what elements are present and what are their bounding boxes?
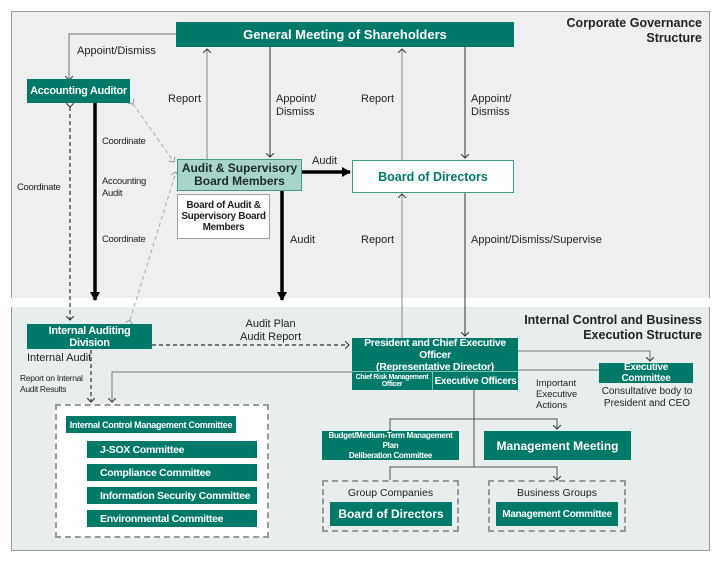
label-internal-audit: Internal Audit [27,352,92,364]
label-appoint-dismiss-bod: Appoint/ Dismiss [471,93,512,118]
label-audit-plan-report: Audit Plan Audit Report [240,318,302,343]
label-appoint-dismiss-asbm: Appoint/ Dismiss [276,93,317,118]
node-accounting-auditor[interactable]: Accounting Auditor [27,79,130,103]
node-internal-auditing-division[interactable]: Internal Auditing Division [27,324,152,349]
node-environmental-committee[interactable]: Environmental Committee [87,510,257,527]
group-companies-group [322,480,459,532]
line-ceo-execcomm [518,350,650,361]
line-coordinate-auditor-asbm [133,104,174,162]
line-gm-to-auditor [69,33,176,80]
line-coordinate-iad-asbm [130,172,176,320]
label-business-groups: Business Groups [517,487,597,499]
label-audit-bod: Audit [312,155,338,167]
node-info-security-committee[interactable]: Information Security Committee [87,487,257,504]
node-executive-officers[interactable]: Executive Officers [433,371,518,390]
line-to-groups [389,466,557,480]
node-executive-committee[interactable]: Executive Committee [599,362,693,384]
node-compliance-committee[interactable]: Compliance Committee [87,464,257,481]
node-board-of-audit[interactable]: Board of Audit & Supervisory Board Membe… [177,194,270,239]
label-coordinate-1: Coordinate [102,136,146,147]
business-groups-group [488,480,626,532]
label-important-actions: Important Executive Actions [536,378,578,411]
node-president-ceo[interactable]: President and Chief Executive Officer (R… [352,337,518,373]
label-report-asbm: Report [168,93,202,105]
label-appoint-dismiss-supervise: Appoint/Dismiss/Supervise [471,234,602,246]
label-executive-committee-note: Consultative body to President and CEO [601,386,693,409]
label-coordinate-2: Coordinate [102,234,146,245]
section-title-internal-control: Internal Control and Business Execution … [524,313,702,342]
node-management-committee[interactable]: Management Committee [496,502,618,526]
label-report-internal-audit: Report on Internal Audit Results [20,373,83,394]
label-accounting-audit: Accounting Audit [102,176,147,199]
section-title-corporate-governance: Corporate Governance Structure [566,16,702,45]
label-appoint-dismiss-auditor: Appoint/Dismiss [77,45,156,57]
node-budget-committee[interactable]: Budget/Medium-Term Management Plan Delib… [322,431,459,460]
node-internal-control-committee[interactable]: Internal Control Management Committee [66,416,236,433]
node-group-board-of-directors[interactable]: Board of Directors [330,502,452,526]
node-chief-risk-officer[interactable]: Chief Risk Management Officer [352,371,433,390]
label-group-companies: Group Companies [347,487,434,499]
node-management-meeting[interactable]: Management Meeting [484,431,631,460]
node-audit-supervisory-members[interactable]: Audit & Supervisory Board Members [177,159,302,191]
label-report-ceo: Report [361,234,395,246]
label-audit-down: Audit [290,234,316,246]
node-jsox-committee[interactable]: J-SOX Committee [87,441,257,458]
label-report-bod: Report [361,93,395,105]
label-coordinate-left: Coordinate [17,182,61,193]
line-ceo-icmc [112,371,352,402]
node-board-of-directors[interactable]: Board of Directors [352,160,514,193]
node-general-meeting[interactable]: General Meeting of Shareholders [176,22,514,47]
line-to-budget [390,418,557,430]
